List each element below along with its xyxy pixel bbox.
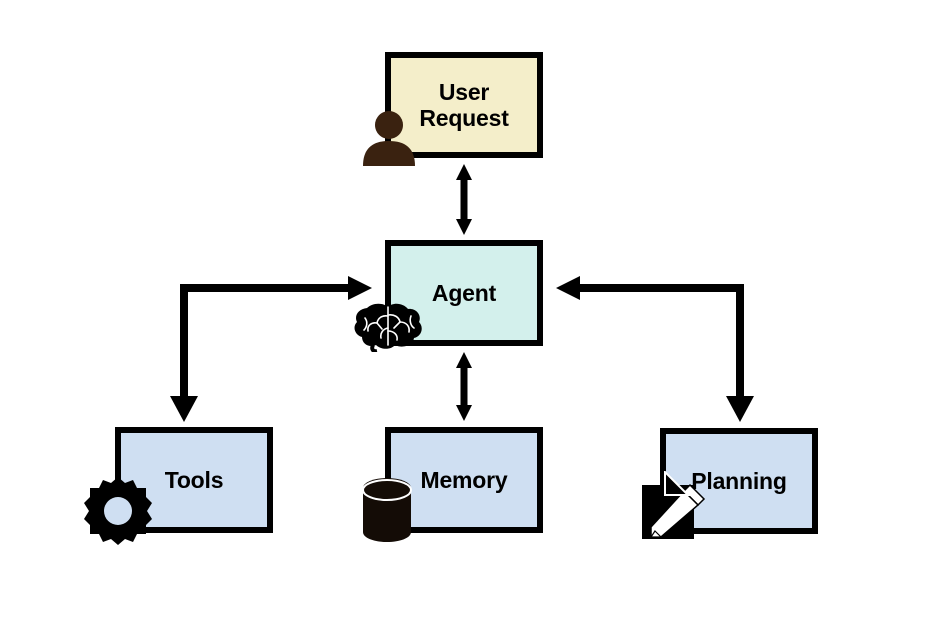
node-memory[interactable]: Memory <box>385 427 543 533</box>
node-memory-label: Memory <box>420 466 508 493</box>
node-planning[interactable]: Planning <box>660 428 818 534</box>
node-user-request-label: User Request <box>419 78 509 131</box>
edge-tools-agent <box>170 276 372 422</box>
node-tools-label: Tools <box>164 466 224 493</box>
edge-planning-agent <box>556 276 754 422</box>
edge-agent-memory <box>456 352 472 421</box>
node-tools[interactable]: Tools <box>115 427 273 533</box>
edge-user-request-agent <box>456 164 472 235</box>
node-user-request[interactable]: User Request <box>385 52 543 158</box>
node-agent-label: Agent <box>431 279 497 306</box>
node-planning-label: Planning <box>691 467 787 494</box>
node-agent[interactable]: Agent <box>385 240 543 346</box>
